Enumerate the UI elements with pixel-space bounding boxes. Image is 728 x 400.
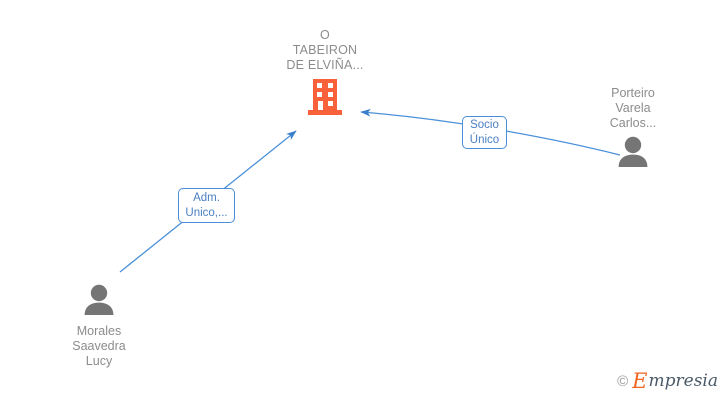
- watermark: © E mpresia: [617, 371, 718, 392]
- person-icon: [83, 284, 115, 320]
- brand-name: mpresia: [648, 371, 719, 391]
- person-name-label: Morales Saavedra Lucy: [72, 324, 126, 368]
- person-node-morales-saavedra-lucy[interactable]: Morales Saavedra Lucy: [24, 284, 174, 369]
- company-node[interactable]: O TABEIRON DE ELVIÑA...: [255, 28, 395, 120]
- person-name-label: Porteiro Varela Carlos...: [609, 86, 657, 130]
- copyright-icon: ©: [617, 373, 629, 390]
- edge-label-adm-unico[interactable]: Adm. Unico,...: [178, 188, 235, 223]
- person-icon: [617, 136, 649, 172]
- brand-initial: E: [632, 369, 648, 393]
- building-icon: [308, 79, 342, 120]
- edge-label-socio-unico[interactable]: Socio Único: [462, 116, 507, 149]
- company-name-label: O TABEIRON DE ELVIÑA...: [286, 28, 364, 72]
- person-node-porteiro-varela-carlos[interactable]: Porteiro Varela Carlos...: [558, 86, 708, 172]
